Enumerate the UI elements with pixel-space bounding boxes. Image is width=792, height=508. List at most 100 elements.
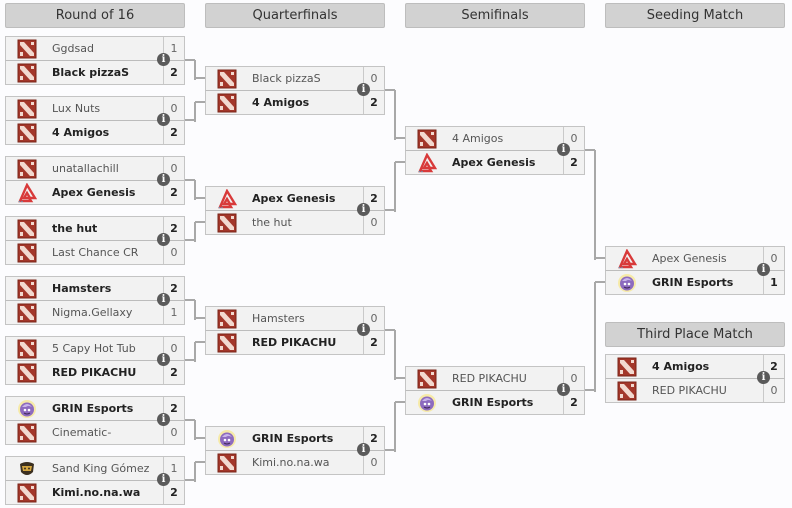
- match-info-icon[interactable]: i: [157, 233, 170, 246]
- team-name[interactable]: Black pizzaS: [52, 66, 130, 79]
- team-row[interactable]: Cinematic- 0: [5, 420, 185, 445]
- team-name[interactable]: Sand King Gómez: [52, 462, 150, 475]
- team-name[interactable]: RED PIKACHU: [52, 366, 137, 379]
- bracket-connector: [395, 401, 405, 403]
- team-name[interactable]: RED PIKACHU: [452, 372, 527, 385]
- team-name[interactable]: 4 Amigos: [452, 132, 504, 145]
- team-score: 0: [163, 241, 184, 264]
- match-info-icon[interactable]: i: [157, 293, 170, 306]
- match-info-icon[interactable]: i: [157, 53, 170, 66]
- dota-icon: [17, 39, 37, 59]
- bracket-connector: [194, 222, 196, 242]
- match-info-icon[interactable]: i: [557, 383, 570, 396]
- bracket-connector: [595, 281, 605, 283]
- match-info-icon[interactable]: i: [157, 173, 170, 186]
- team-score: 2: [563, 391, 584, 414]
- team-name[interactable]: the hut: [52, 222, 98, 235]
- team-name[interactable]: Hamsters: [52, 282, 112, 295]
- team-name[interactable]: GRIN Esports: [252, 432, 334, 445]
- team-name[interactable]: RED PIKACHU: [252, 336, 337, 349]
- team-name[interactable]: Apex Genesis: [652, 252, 727, 265]
- team-name[interactable]: Kimi.no.na.wa: [252, 456, 330, 469]
- team-score: 2: [163, 277, 184, 300]
- team-row[interactable]: Last Chance CR 0: [5, 240, 185, 265]
- bracket-connector: [185, 119, 195, 121]
- team-row[interactable]: RED PIKACHU 2: [5, 360, 185, 385]
- team-name[interactable]: GRIN Esports: [52, 402, 134, 415]
- match-info-icon[interactable]: i: [157, 353, 170, 366]
- team-row[interactable]: Black pizzaS 0: [205, 66, 385, 90]
- team-name[interactable]: Cinematic-: [52, 426, 112, 439]
- team-name[interactable]: Ggdsad: [52, 42, 94, 55]
- match-info-icon[interactable]: i: [557, 143, 570, 156]
- team-name[interactable]: Lux Nuts: [52, 102, 101, 115]
- team-name[interactable]: Last Chance CR: [52, 246, 139, 259]
- bracket-connector: [594, 150, 596, 260]
- team-name[interactable]: 4 Amigos: [52, 126, 110, 139]
- match-info-icon[interactable]: i: [157, 473, 170, 486]
- team-name[interactable]: Kimi.no.na.wa: [52, 486, 141, 499]
- round-header-seeding-match: Seeding Match: [605, 3, 785, 28]
- match-info-icon[interactable]: i: [157, 413, 170, 426]
- team-row[interactable]: Hamsters 2: [5, 276, 185, 300]
- dota-icon: [217, 93, 237, 113]
- team-score: 2: [163, 217, 184, 240]
- match-info-icon[interactable]: i: [357, 83, 370, 96]
- team-name[interactable]: Nigma.Gellaxy: [52, 306, 133, 319]
- team-name[interactable]: GRIN Esports: [652, 276, 734, 289]
- team-name[interactable]: GRIN Esports: [452, 396, 534, 409]
- round-header-quarterfinals: Quarterfinals: [205, 3, 385, 28]
- team-name[interactable]: RED PIKACHU: [652, 384, 727, 397]
- team-name[interactable]: Apex Genesis: [452, 156, 536, 169]
- team-name[interactable]: 5 Capy Hot Tub: [52, 342, 136, 355]
- team-name[interactable]: 4 Amigos: [652, 360, 710, 373]
- team-row[interactable]: GRIN Esports 2: [405, 390, 585, 415]
- team-score: 0: [363, 67, 384, 90]
- team-score: 2: [163, 361, 184, 384]
- match-info-icon[interactable]: i: [357, 323, 370, 336]
- sandking-icon: [17, 459, 37, 479]
- match-info-icon[interactable]: i: [157, 113, 170, 126]
- match-info-icon[interactable]: i: [757, 371, 770, 384]
- bracket-connector: [394, 162, 396, 212]
- team-name[interactable]: Hamsters: [252, 312, 305, 325]
- team-name[interactable]: Apex Genesis: [52, 186, 136, 199]
- team-score: 1: [163, 301, 184, 324]
- team-row[interactable]: Nigma.Gellaxy 1: [5, 300, 185, 325]
- match-info-icon[interactable]: i: [757, 263, 770, 276]
- match-info-icon[interactable]: i: [357, 203, 370, 216]
- team-name[interactable]: unatallachill: [52, 162, 119, 175]
- team-name[interactable]: Black pizzaS: [252, 72, 321, 85]
- team-name[interactable]: Apex Genesis: [252, 192, 336, 205]
- match-info-icon[interactable]: i: [357, 443, 370, 456]
- team-name[interactable]: 4 Amigos: [252, 96, 310, 109]
- team-score: 0: [163, 421, 184, 444]
- team-name[interactable]: the hut: [252, 216, 292, 229]
- team-row[interactable]: the hut 2: [5, 216, 185, 240]
